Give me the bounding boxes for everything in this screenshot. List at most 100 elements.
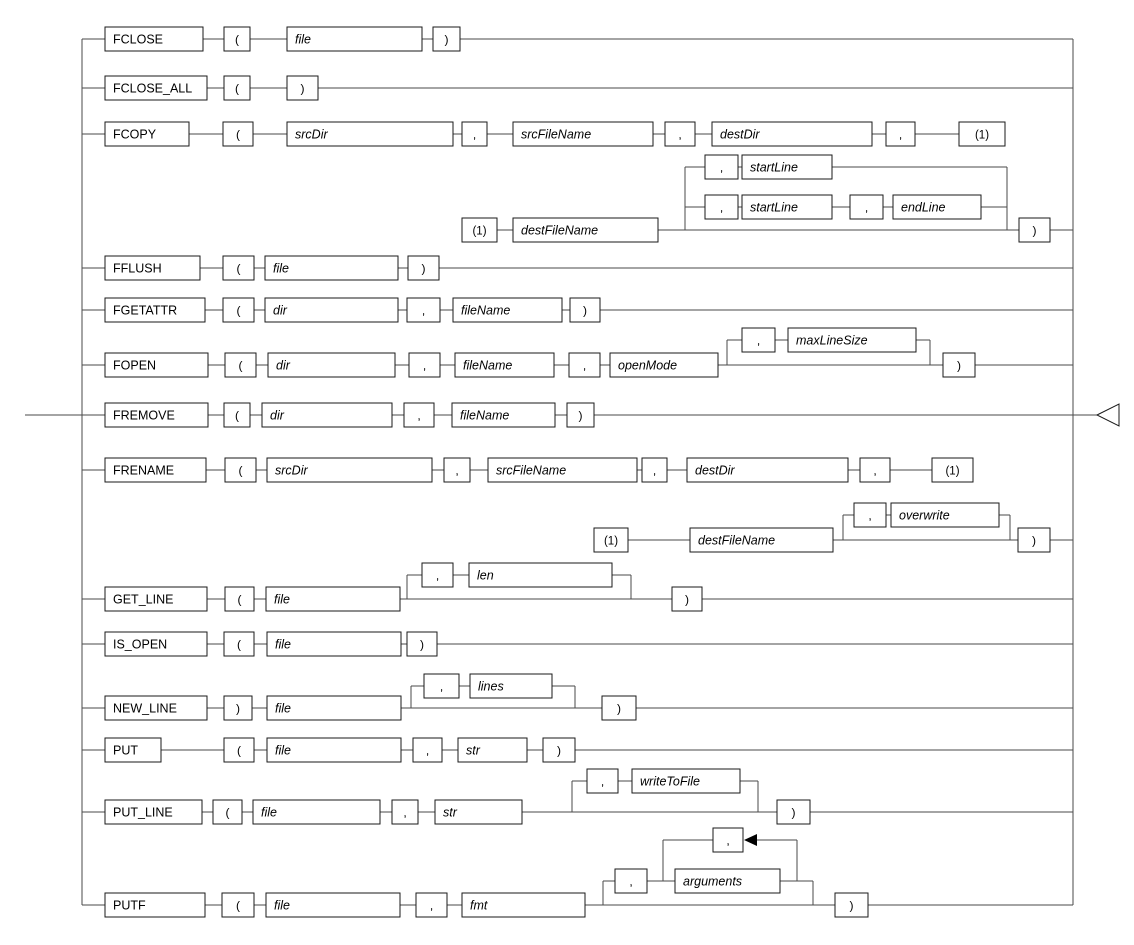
box-outline: [631, 768, 741, 794]
box-label: ,: [629, 875, 632, 889]
box-label: ,: [868, 509, 871, 523]
box-outline: [266, 457, 433, 483]
box-label: destDir: [695, 464, 735, 478]
box-label: (1): [604, 536, 618, 548]
param-box-overwrite: overwrite: [890, 502, 1000, 528]
box-outline: [712, 827, 744, 853]
box-outline: [457, 737, 528, 763]
punct-box-close-paren: ): [223, 695, 253, 721]
param-box-arguments: arguments: [674, 868, 781, 894]
punct-box-open-paren: (: [222, 255, 255, 281]
punct-box-comma: ,: [704, 194, 739, 220]
punct-box-close-paren: ): [1017, 527, 1051, 553]
box-label: file: [275, 638, 291, 652]
punct-box-comma: ,: [704, 154, 739, 180]
punct-box-open-paren: (: [223, 631, 255, 657]
box-outline: [454, 352, 555, 378]
box-label: destFileName: [698, 534, 775, 548]
box-outline: [421, 562, 454, 588]
box-label: ,: [436, 569, 439, 583]
box-outline: [406, 631, 438, 657]
box-outline: [614, 868, 648, 894]
punct-box-comma: ,: [614, 868, 648, 894]
box-label: IS_OPEN: [113, 638, 167, 652]
param-box-destdir: destDir: [711, 121, 873, 147]
box-outline: [741, 327, 776, 353]
box-outline: [223, 737, 255, 763]
box-outline: [566, 402, 595, 428]
box-label: srcFileName: [496, 464, 566, 478]
param-box-filename: fileName: [451, 402, 556, 428]
box-outline: [286, 121, 454, 147]
box-label: file: [274, 899, 290, 913]
box-outline: [286, 26, 423, 52]
punct-box-open-paren: (: [221, 892, 255, 918]
box-label: (: [239, 359, 243, 373]
box-label: ): [579, 409, 583, 423]
punct-box-open-paren: (: [224, 457, 257, 483]
box-outline: [859, 457, 891, 483]
box-label: ): [236, 702, 240, 716]
param-box-str: str: [457, 737, 528, 763]
punct-box-comma: ,: [391, 799, 419, 825]
box-outline: [408, 352, 441, 378]
box-label: ,: [430, 899, 433, 913]
box-label: (: [235, 33, 239, 47]
box-label: (: [237, 638, 241, 652]
punct-box-comma: ,: [415, 892, 448, 918]
box-label: fileName: [460, 409, 509, 423]
box-label: ,: [417, 409, 420, 423]
box-label: ,: [899, 128, 902, 142]
box-outline: [542, 737, 576, 763]
box-label: ,: [440, 680, 443, 694]
box-label: NEW_LINE: [113, 702, 177, 716]
box-outline: [1017, 527, 1051, 553]
box-outline: [674, 868, 781, 894]
box-outline: [224, 457, 257, 483]
box-label: ): [420, 638, 424, 652]
param-box-srcfilename: srcFileName: [512, 121, 654, 147]
param-box-file: file: [266, 695, 402, 721]
box-label: FCLOSE_ALL: [113, 82, 192, 96]
ref-box-ref-1: (1): [958, 121, 1006, 147]
box-outline: [104, 75, 208, 101]
param-box-srcfilename: srcFileName: [487, 457, 638, 483]
box-outline: [776, 799, 811, 825]
keyword-box-fremove: FREMOVE: [104, 402, 209, 428]
box-outline: [469, 673, 553, 699]
box-label: startLine: [750, 201, 798, 215]
punct-box-comma: ,: [741, 327, 776, 353]
box-outline: [406, 297, 441, 323]
box-outline: [512, 121, 654, 147]
box-label: fileName: [461, 304, 510, 318]
box-outline: [434, 799, 523, 825]
box-outline: [834, 892, 869, 918]
box-outline: [586, 768, 619, 794]
punct-box-close-paren: ): [406, 631, 438, 657]
box-label: ,: [583, 359, 586, 373]
punct-box-close-paren: ): [776, 799, 811, 825]
param-box-endline: endLine: [892, 194, 982, 220]
box-outline: [222, 121, 254, 147]
box-outline: [264, 297, 399, 323]
keyword-box-fclose-all: FCLOSE_ALL: [104, 75, 208, 101]
box-outline: [461, 217, 498, 243]
box-outline: [569, 297, 601, 323]
box-outline: [261, 402, 393, 428]
punct-box-comma: ,: [859, 457, 891, 483]
box-label: ,: [422, 304, 425, 318]
box-label: str: [466, 744, 481, 758]
box-outline: [849, 194, 884, 220]
box-label: (1): [975, 130, 989, 142]
box-outline: [403, 402, 435, 428]
box-outline: [265, 586, 401, 612]
keyword-box-fclose: FCLOSE: [104, 26, 204, 52]
param-box-len: len: [468, 562, 613, 588]
box-outline: [264, 255, 399, 281]
box-outline: [104, 26, 204, 52]
box-outline: [407, 255, 440, 281]
punct-box-comma: ,: [421, 562, 454, 588]
param-box-str: str: [434, 799, 523, 825]
box-label: openMode: [618, 359, 677, 373]
box-outline: [252, 799, 381, 825]
